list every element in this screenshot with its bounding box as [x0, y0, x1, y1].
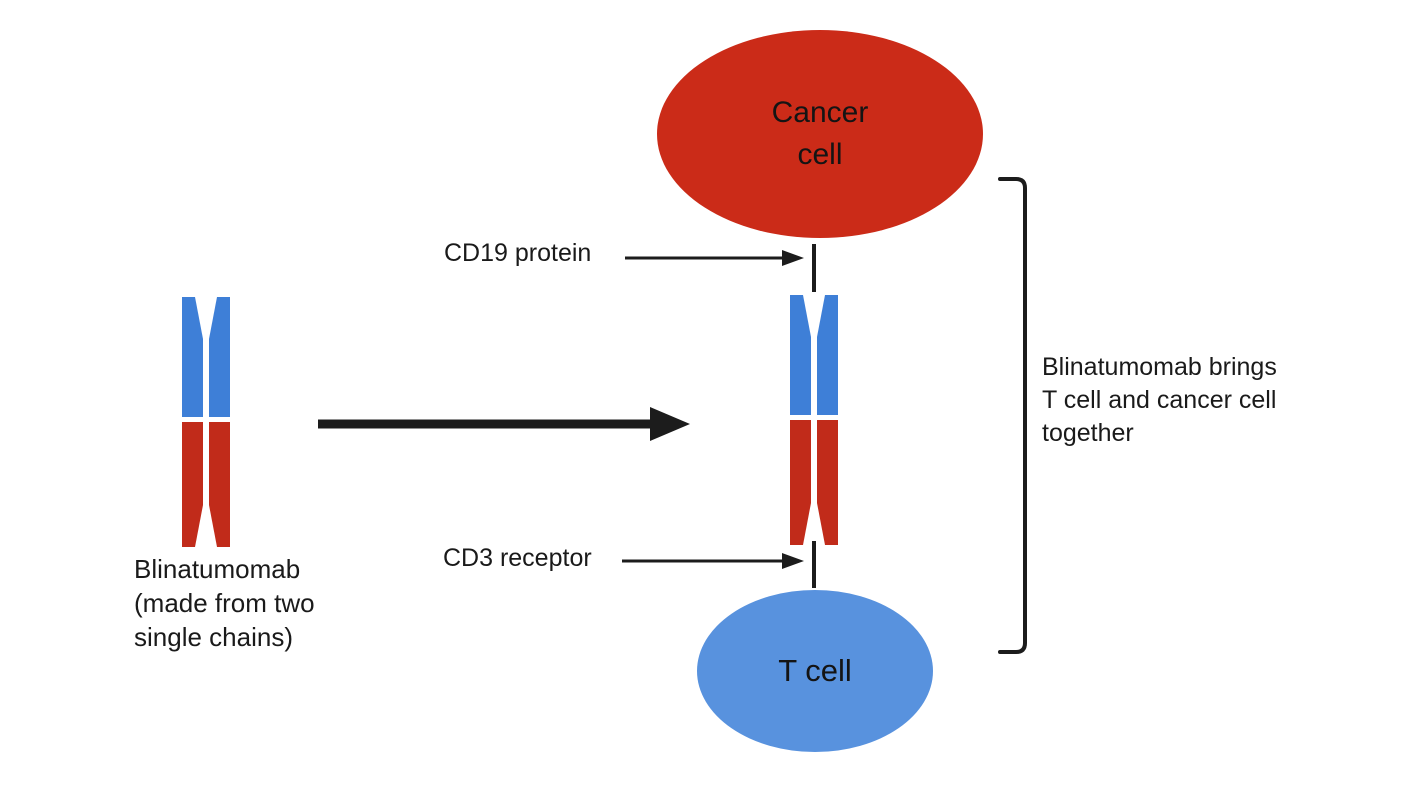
bracket-caption-line2: T cell and cancer cell [1042, 386, 1277, 414]
cancer-cell-label-line2: cell [797, 138, 843, 171]
free-blinatumomab-molecule [182, 297, 230, 547]
free-molecule-blue-chain-left [182, 297, 203, 417]
cd19-protein-label: CD19 protein [444, 239, 592, 267]
bracket-caption-line3: together [1042, 419, 1134, 447]
cancer-cell-ellipse [657, 30, 983, 238]
bound-molecule-red-chain-left [790, 420, 811, 545]
arrowhead-group [650, 250, 804, 569]
cd3-arrowhead-icon [782, 553, 804, 569]
cancer-cell-label: Cancer cell [720, 92, 920, 176]
t-cell-ellipse [697, 590, 933, 752]
bound-molecule-blue-chain-right [817, 295, 838, 415]
bound-molecule-red-chain-right [817, 420, 838, 545]
free-molecule-red-chain-right [209, 422, 230, 547]
blinatumomab-caption: Blinatumomab (made from two single chain… [134, 552, 315, 654]
bracket-caption: Blinatumomab brings T cell and cancer ce… [1042, 351, 1277, 450]
bracket-caption-line1: Blinatumomab brings [1042, 353, 1277, 381]
t-cell-label: T cell [778, 653, 852, 688]
cd19-arrowhead-icon [782, 250, 804, 266]
free-molecule-red-chain-left [182, 422, 203, 547]
stroke-group [318, 177, 1027, 654]
blinatumomab-caption-line3: single chains) [134, 622, 293, 652]
right-bracket [998, 177, 1027, 654]
cancer-cell-label-line1: Cancer [771, 96, 869, 129]
blinatumomab-caption-line1: Blinatumomab [134, 554, 301, 584]
cd3-receptor-label: CD3 receptor [443, 544, 592, 572]
blinatumomab-caption-line2: (made from two [134, 588, 315, 618]
bound-molecule-blue-chain-left [790, 295, 811, 415]
bound-blinatumomab-molecule [790, 295, 838, 545]
free-molecule-blue-chain-right [209, 297, 230, 417]
transformation-arrowhead-icon [650, 407, 690, 441]
